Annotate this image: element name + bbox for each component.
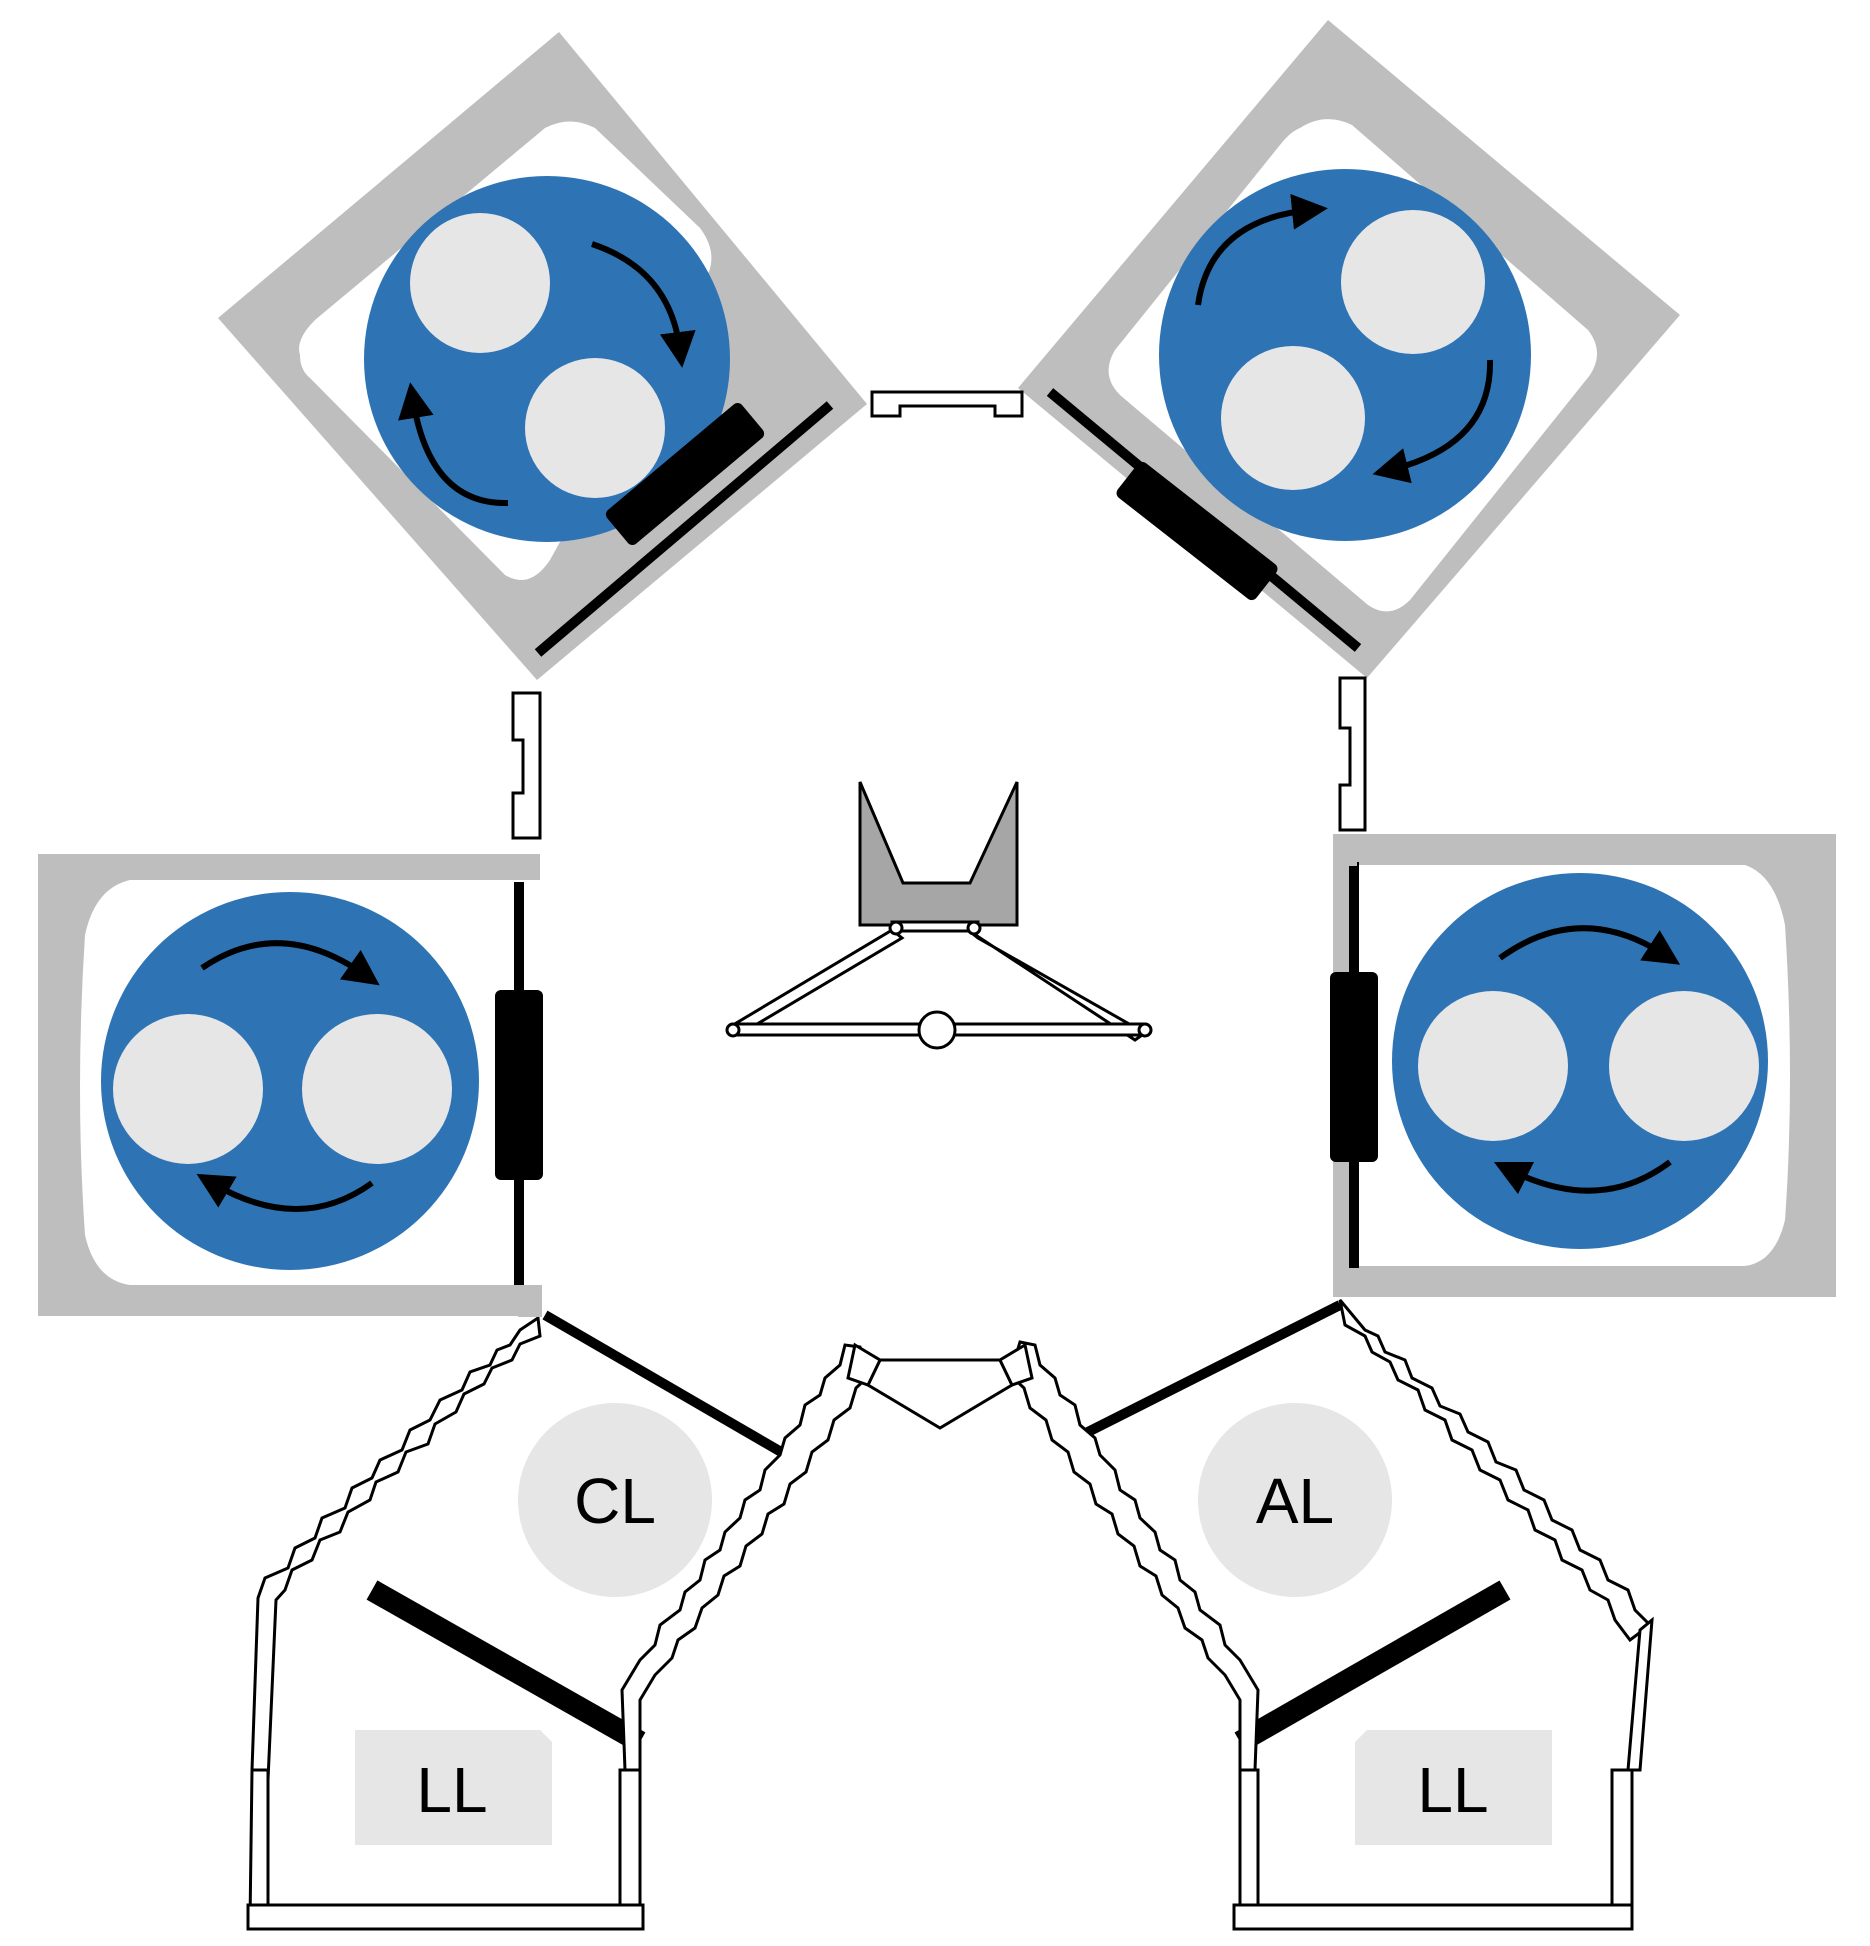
rotation-arrow-icon bbox=[1498, 925, 1681, 965]
aligner-loadlock-assembly: AL LL bbox=[1008, 1299, 1654, 1931]
robot-arm-left bbox=[730, 928, 905, 1035]
transfer-line bbox=[542, 1310, 798, 1465]
process-chamber-middle-right bbox=[1330, 834, 1836, 1297]
robot-joint bbox=[966, 920, 982, 936]
bottom-wedge-rail bbox=[846, 1342, 882, 1387]
bottom-wedge bbox=[866, 1358, 1014, 1430]
wafer-carrier-disc bbox=[1392, 873, 1768, 1249]
bottom-wedge-rail bbox=[998, 1342, 1034, 1387]
housing-cap bbox=[518, 1285, 542, 1317]
slit-valve bbox=[605, 403, 765, 545]
wafer bbox=[1418, 991, 1568, 1141]
wall-port-right bbox=[1338, 676, 1367, 832]
robot-wrist bbox=[890, 920, 980, 933]
cooling-station bbox=[518, 1403, 712, 1597]
process-chamber-top-right bbox=[1018, 20, 1680, 678]
load-lock-slot bbox=[1355, 1730, 1552, 1845]
robot-hub bbox=[917, 1010, 957, 1050]
wall-port-top bbox=[870, 390, 1024, 418]
rotation-arrow-icon bbox=[196, 1173, 374, 1212]
wafer-carrier-disc bbox=[1159, 169, 1531, 541]
rotation-arrow-icon bbox=[591, 241, 696, 368]
chamber-housing bbox=[38, 854, 540, 1316]
loadlock-door bbox=[246, 1903, 645, 1931]
robot-joint bbox=[1137, 1022, 1153, 1038]
load-lock-right-label: LL bbox=[1417, 1754, 1488, 1826]
rotation-arrow-icon bbox=[1493, 1159, 1672, 1195]
wafer bbox=[410, 213, 550, 353]
load-lock-left-label: LL bbox=[416, 1754, 487, 1826]
aligner-station bbox=[1198, 1403, 1392, 1597]
robot-joint bbox=[888, 920, 904, 936]
wafer bbox=[1221, 346, 1365, 490]
chamber-housing bbox=[218, 32, 867, 680]
transfer-line bbox=[1069, 1300, 1343, 1445]
rotation-arrow-icon bbox=[200, 940, 380, 986]
wafer bbox=[525, 358, 665, 498]
slit-valve bbox=[1330, 972, 1378, 1162]
transfer-robot bbox=[725, 781, 1153, 1050]
wafer bbox=[1341, 210, 1485, 354]
chamber-housing bbox=[1333, 834, 1836, 1297]
slit-valve bbox=[1116, 461, 1278, 601]
wafer-carrier-disc bbox=[101, 892, 479, 1270]
slit-valve bbox=[495, 990, 543, 1180]
wall-port-left bbox=[511, 691, 542, 840]
process-chamber-middle-left bbox=[38, 854, 550, 1316]
rotation-arrow-icon bbox=[1195, 193, 1328, 306]
process-chamber-top-left bbox=[218, 32, 867, 680]
transfer-line bbox=[534, 401, 834, 657]
housing-cap bbox=[1333, 834, 1357, 866]
load-lock-valve bbox=[366, 1580, 646, 1752]
cooling-loadlock-assembly: CL LL bbox=[246, 1310, 872, 1931]
load-lock-slot bbox=[355, 1730, 552, 1845]
loadlock-wall bbox=[250, 1315, 542, 1783]
aligner-station-label: AL bbox=[1256, 1465, 1334, 1537]
rotation-arrow-icon bbox=[398, 382, 509, 507]
loadlock-wall bbox=[1626, 1616, 1654, 1772]
transfer-chamber-bottom-port bbox=[846, 1342, 1034, 1430]
wafer bbox=[113, 1014, 263, 1164]
cooling-station-label: CL bbox=[574, 1465, 656, 1537]
wafer bbox=[1609, 991, 1759, 1141]
load-lock-valve bbox=[1234, 1580, 1511, 1752]
robot-joint bbox=[725, 1022, 741, 1038]
transfer-chamber-ports bbox=[511, 390, 1367, 840]
loadlock-door bbox=[1232, 1903, 1634, 1931]
robot-end-effector-icon bbox=[858, 781, 1019, 927]
rotation-arrow-icon bbox=[1372, 359, 1494, 484]
wafer bbox=[302, 1014, 452, 1164]
